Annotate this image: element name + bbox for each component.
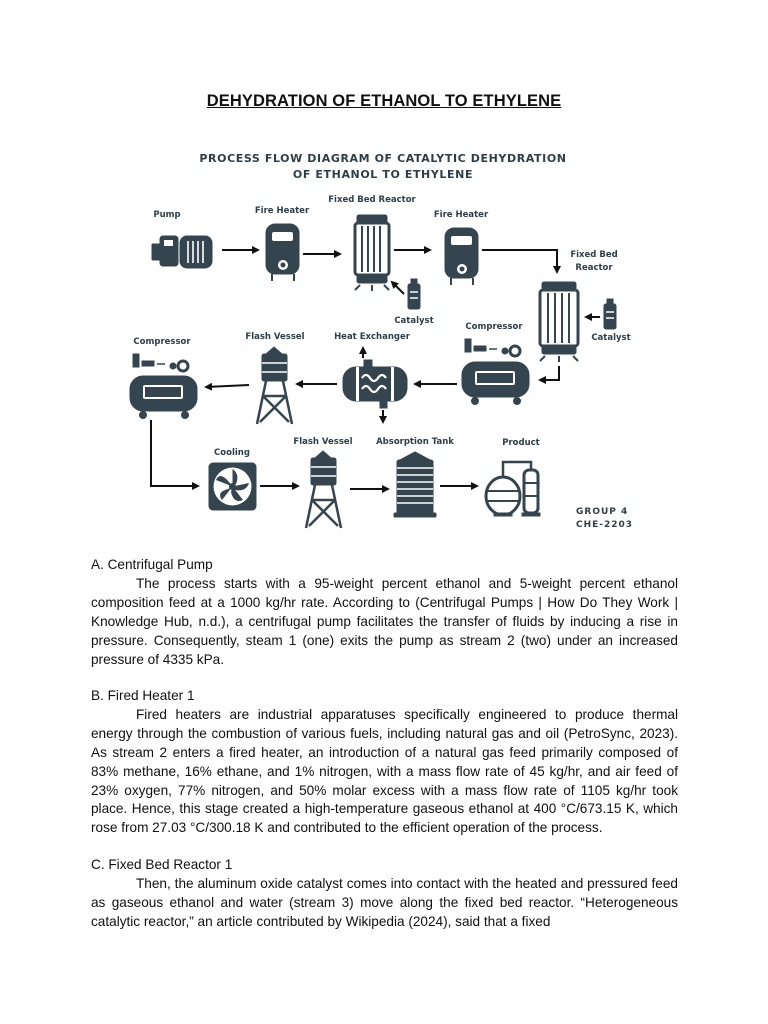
flash-vessel-1-icon [255,346,294,425]
label-pump: Pump [153,210,180,220]
label-catalyst-1: Catalyst [394,316,433,326]
fixed-bed-reactor-2-icon [538,281,580,362]
section-paragraph: Then, the aluminum oxide catalyst comes … [91,875,678,929]
label-heat-exchanger: Heat Exchanger [334,332,411,342]
flash-vessel-2-icon [304,450,343,529]
label-fire-heater-2: Fire Heater [434,210,489,220]
compressor-2-icon [129,353,198,419]
page-title: DEHYDRATION OF ETHANOL TO ETHYLENE [206,92,562,110]
label-fixed-bed-reactor-1: Fixed Bed Reactor [328,195,416,205]
catalyst-2-icon [603,298,617,330]
label-product: Product [502,438,540,448]
process-flow-diagram: PROCESS FLOW DIAGRAM OF CATALYTIC DEHYDR… [129,152,633,530]
fixed-bed-reactor-1-icon [353,214,391,291]
section-fired-heater-1: B. Fired Heater 1 Fired heaters are indu… [91,687,678,838]
absorption-tank-icon [393,451,437,518]
label-fixed-bed-reactor-2-line1: Fixed Bed [570,250,617,260]
fire-heater-1-icon [265,223,300,281]
heat-exchanger-icon [342,346,408,424]
diagram-title-line1: PROCESS FLOW DIAGRAM OF CATALYTIC DEHYDR… [199,152,566,165]
catalyst-1-icon [407,278,421,310]
diagram-title-line2: OF ETHANOL TO ETHYLENE [293,168,473,181]
label-cooling: Cooling [214,448,250,458]
section-paragraph: The process starts with a 95-weight perc… [91,575,678,667]
compressor-1-icon [461,338,530,405]
pump-icon [151,235,213,269]
section-heading: B. Fired Heater 1 [91,688,195,703]
label-flash-vessel-1: Flash Vessel [245,332,304,342]
label-flash-vessel-2: Flash Vessel [293,437,352,447]
label-compressor-2: Compressor [133,337,191,347]
course-code-label: CHE-2203 [576,520,633,530]
product-vessel-icon [484,460,541,517]
label-absorption-tank: Absorption Tank [376,437,454,447]
label-catalyst-2: Catalyst [591,333,630,343]
cooling-fan-icon [208,462,257,511]
section-centrifugal-pump: A. Centrifugal Pump The process starts w… [91,556,678,669]
label-fire-heater-1: Fire Heater [255,206,310,216]
group-label: GROUP 4 [576,507,628,517]
section-heading: C. Fixed Bed Reactor 1 [91,857,233,872]
section-fixed-bed-reactor-1: C. Fixed Bed Reactor 1 Then, the aluminu… [91,856,678,932]
fire-heater-2-icon [444,227,479,285]
label-compressor-1: Compressor [465,322,523,332]
section-heading: A. Centrifugal Pump [91,557,213,572]
label-fixed-bed-reactor-2-line2: Reactor [575,263,613,273]
section-paragraph: Fired heaters are industrial apparatuses… [91,706,678,836]
